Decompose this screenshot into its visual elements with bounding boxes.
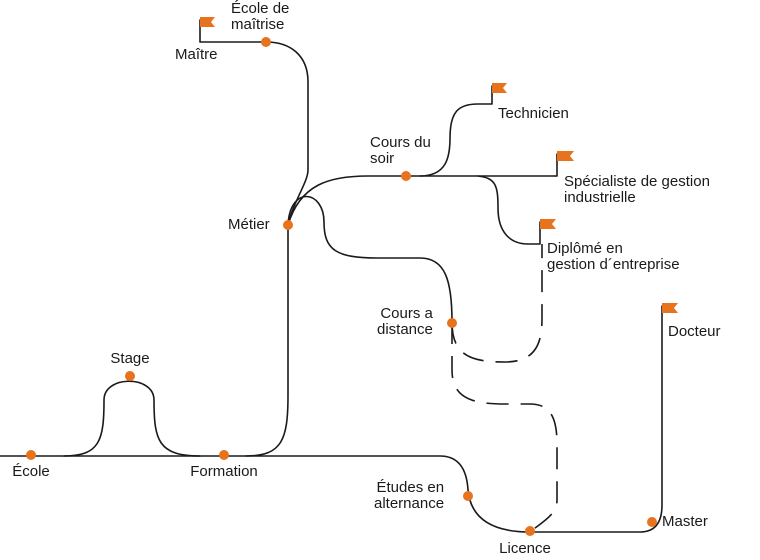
label-specialiste: Spécialiste de gestion industrielle <box>564 173 710 206</box>
station-dot <box>525 526 535 536</box>
station-dot <box>647 517 657 527</box>
label-docteur: Docteur <box>668 323 721 340</box>
route-main <box>0 455 531 533</box>
route-metier <box>245 224 289 457</box>
station-dot <box>261 37 271 47</box>
label-stage: Stage <box>110 350 150 367</box>
station-dot <box>401 171 411 181</box>
flag-icon <box>200 17 215 27</box>
flag-icon <box>492 83 507 93</box>
label-metier: Métier <box>228 216 270 233</box>
label-ecole-maitrise: École de maîtrise <box>231 0 290 33</box>
route-cours-soir <box>287 175 556 226</box>
label-licence: Licence <box>499 540 551 557</box>
label-cours-soir: Cours du soir <box>370 134 431 167</box>
route-docteur <box>529 305 663 533</box>
flag-icon <box>557 151 574 161</box>
station-dot <box>26 450 36 460</box>
label-maitre: Maître <box>175 46 218 63</box>
station-dot <box>125 371 135 381</box>
station-dot <box>283 220 293 230</box>
route-diplome <box>477 175 541 245</box>
route-specialiste <box>554 153 558 177</box>
label-technicien: Technicien <box>498 105 569 122</box>
route-dashed-diplome <box>451 244 543 363</box>
station-dot <box>463 491 473 501</box>
label-etudes-alternance: Études en alternance <box>374 479 445 512</box>
flag-icon <box>662 303 678 313</box>
label-cours-distance: Cours a distance <box>377 305 433 338</box>
station-dot <box>219 450 229 460</box>
route-technicien <box>419 85 493 177</box>
label-ecole: École <box>12 463 50 480</box>
route-cours-distance <box>287 195 453 323</box>
route-stage <box>63 380 201 457</box>
flag-icon <box>540 219 556 229</box>
label-diplome: Diplômé en gestion d´entreprise <box>547 240 680 273</box>
station-dot <box>447 318 457 328</box>
label-master: Master <box>662 513 708 530</box>
label-formation: Formation <box>190 463 258 480</box>
route-dashed-licence <box>451 322 558 533</box>
